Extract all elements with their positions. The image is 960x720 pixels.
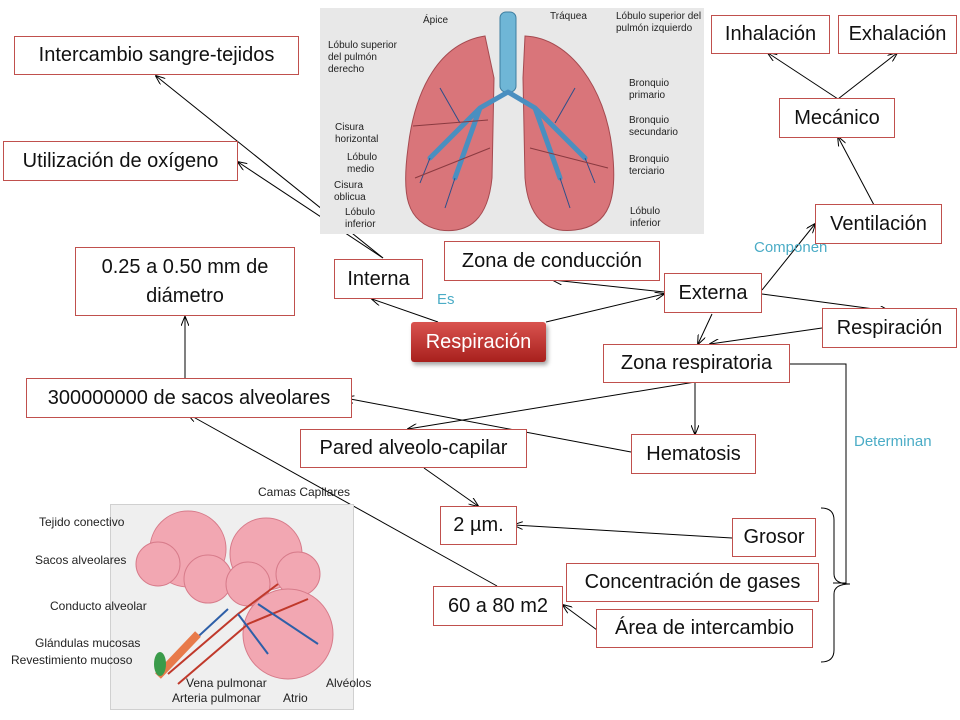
lung-illustration: Ápice Tráquea Lóbulo superior del pulmón… [320, 8, 704, 234]
label-glandulas-mucosas: Glándulas mucosas [35, 636, 141, 650]
brace-determinan [820, 507, 851, 663]
node-ventilacion: Ventilación [815, 204, 942, 244]
label-lobulo-inferior-izq: Lóbulo inferior [630, 206, 661, 229]
node-zona-conduccion: Zona de conducción [444, 241, 660, 281]
label-camas-capilares: Camas Capilares [258, 485, 351, 499]
label-alveolos: Alvéolos [326, 676, 372, 690]
node-mecanico: Mecánico [779, 98, 895, 138]
edge-label-es: Es [437, 291, 455, 308]
label-cisura-oblicua: Cisura oblicua [334, 180, 366, 203]
center-node-respiracion: Respiración [411, 322, 546, 362]
node-utilizacion-oxigeno: Utilización de oxígeno [3, 141, 238, 181]
node-exhalacion: Exhalación [838, 15, 957, 54]
node-2-um: 2 µm. [440, 506, 517, 545]
edge-ventilacion-mecanico [838, 137, 875, 206]
edge-externa-ventilacion [761, 224, 815, 291]
edge-respiracion-externa [545, 294, 664, 323]
lung-drawing [405, 11, 615, 232]
label-lobulo-sup-der: Lóbulo superior del pulmón derecho [328, 40, 397, 75]
edge-label-determinan: Determinan [854, 433, 932, 450]
edge-grosor-2um [514, 525, 733, 539]
label-bronquio-secundario: Bronquio secundario [629, 115, 678, 138]
label-bronquio-terciario: Bronquio terciario [629, 154, 670, 177]
node-externa: Externa [664, 273, 762, 313]
node-hematosis: Hematosis [631, 434, 756, 474]
label-sacos-alveolares: Sacos alveolares [35, 553, 127, 567]
node-respiracion-right: Respiración [822, 308, 957, 348]
edge-hematosis-sacos [345, 398, 632, 453]
label-lobulo-medio: Lóbulo medio [347, 152, 378, 175]
edge-area-m2 [563, 605, 598, 631]
label-traquea: Tráquea [550, 11, 587, 22]
edge-m2-sacos [188, 414, 498, 587]
edge-mecanico-exhalacion [837, 53, 897, 100]
node-sacos-alveolares: 300000000 de sacos alveolares [26, 378, 352, 418]
node-pared-alveolo-capilar: Pared alveolo-capilar [300, 429, 527, 468]
edge-zona-resp-pared [408, 381, 696, 429]
edge-label-componen: Componen [754, 239, 828, 256]
node-intercambio-sangre-tejidos: Intercambio sangre-tejidos [14, 36, 299, 75]
label-cisura-horizontal: Cisura horizontal [335, 122, 379, 145]
edge-respiracion-interna [372, 299, 439, 323]
node-interna: Interna [334, 259, 423, 299]
edge-respiracion-zona-resp [710, 327, 823, 344]
node-area-intercambio: Área de intercambio [596, 609, 813, 648]
edge-externa-zona-conduccion [553, 280, 665, 293]
edge-pared-2um [423, 467, 478, 506]
label-revestimiento-mucoso: Revestimiento mucoso [11, 653, 133, 667]
label-vena-pulmonar: Vena pulmonar [186, 676, 267, 690]
node-diametro: 0.25 a 0.50 mm de diámetro [75, 247, 295, 316]
label-tejido-conectivo: Tejido conectivo [39, 515, 125, 529]
label-atrio: Atrio [283, 691, 308, 705]
node-concentracion-gases: Concentración de gases [566, 563, 819, 602]
label-arteria-pulmonar: Arteria pulmonar [172, 691, 261, 705]
node-inhalacion: Inhalación [711, 15, 830, 54]
label-lobulo-inferior-der: Lóbulo inferior [345, 207, 376, 230]
node-grosor: Grosor [732, 518, 816, 557]
label-bronquio-primario: Bronquio primario [629, 78, 670, 101]
edge-determinan [790, 363, 847, 584]
node-zona-respiratoria: Zona respiratoria [603, 344, 790, 383]
edge-externa-zona-resp [698, 313, 713, 344]
edge-interna-utilizacion [238, 162, 384, 259]
label-apice: Ápice [423, 15, 449, 26]
edge-mecanico-inhalacion [768, 53, 839, 100]
alveoli-illustration: Camas Capilares Tejido conectivo Sacos a… [8, 484, 371, 710]
alveoli-drawing [135, 510, 334, 685]
label-conducto-alveolar: Conducto alveolar [50, 599, 147, 613]
node-60-80-m2: 60 a 80 m2 [433, 586, 563, 626]
label-lobulo-sup-izq: Lóbulo superior del pulmón izquierdo [616, 11, 702, 34]
